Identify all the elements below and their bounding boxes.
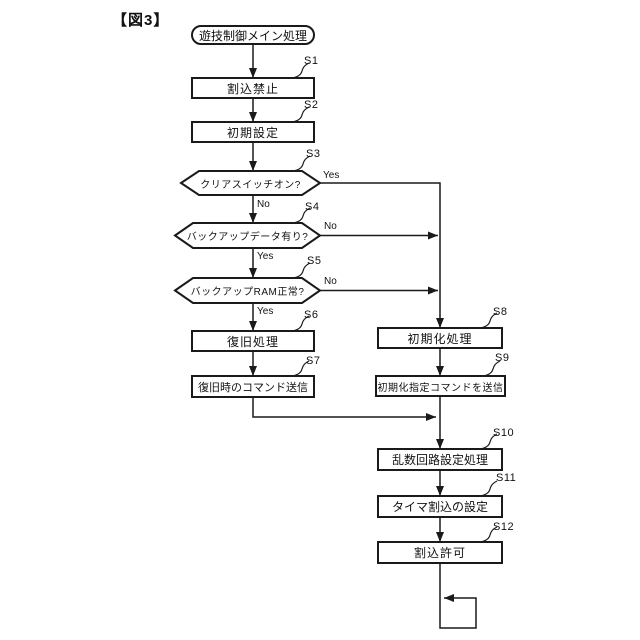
leader-s5 <box>292 262 311 279</box>
process-box-s12 <box>377 541 503 564</box>
node-s8-process: 初期化処理 <box>407 331 473 346</box>
leader-s3 <box>292 155 311 172</box>
leader-s8 <box>479 312 498 329</box>
terminal-shape-start <box>191 25 315 45</box>
process-box-s1 <box>191 77 315 99</box>
decision-hexagon-s4 <box>173 222 322 249</box>
branch-label-s3-yes: Yes <box>323 170 340 181</box>
node-shapes <box>173 25 506 564</box>
branch-label-s4-no: No <box>324 221 337 232</box>
connector-endless-loop <box>439 563 477 629</box>
process-box-s10 <box>377 448 503 471</box>
process-box-s11 <box>377 495 503 518</box>
node-s9-process: 初期化指定コマンドを送信 <box>377 382 504 394</box>
leader-s1 <box>291 62 310 79</box>
node-start-terminal: 遊技制御メイン処理 <box>198 28 307 43</box>
branch-label-s5-yes: Yes <box>257 306 274 317</box>
leader-s2 <box>291 106 310 123</box>
step-label-s1: S1 <box>304 55 319 67</box>
step-leaders <box>291 62 501 543</box>
branch-label-s4-yes: Yes <box>257 251 274 262</box>
figure-label: 【図3】 <box>112 12 170 29</box>
step-label-s5: S5 <box>307 255 322 267</box>
step-label-s2: S2 <box>304 99 319 111</box>
decision-hexagon-s5 <box>173 277 322 304</box>
node-s4-decision: バックアップデータ有り? <box>186 232 309 243</box>
leader-s12 <box>479 526 498 543</box>
step-label-s4: S4 <box>305 201 320 213</box>
process-box-s9 <box>375 375 506 397</box>
connector-s3-yes-s8 <box>320 182 444 328</box>
leader-s4 <box>292 207 311 224</box>
step-label-s10: S10 <box>493 427 515 439</box>
leader-s6 <box>291 315 310 332</box>
node-s7-process: 復旧時のコマンド送信 <box>198 381 308 394</box>
connector-s7-merge <box>252 397 436 421</box>
node-s5-decision: バックアップRAM正常? <box>190 287 305 298</box>
leader-s7 <box>291 360 310 377</box>
node-s10-process: 乱数回路設定処理 <box>391 453 488 467</box>
leader-s11 <box>479 480 498 497</box>
node-s2-process: 初期設定 <box>226 125 279 140</box>
step-label-s9: S9 <box>495 352 510 364</box>
node-s3-decision: クリアスイッチオン? <box>200 179 301 191</box>
branch-label-s5-no: No <box>324 276 337 287</box>
step-label-s11: S11 <box>496 472 517 484</box>
leader-s10 <box>479 433 498 450</box>
process-box-s7 <box>191 375 315 398</box>
node-s6-process: 復旧処理 <box>226 334 279 349</box>
process-box-s6 <box>191 330 315 352</box>
step-label-s3: S3 <box>306 148 321 160</box>
node-s12-process: 割込許可 <box>413 546 466 560</box>
decision-hexagon-s3 <box>179 170 322 196</box>
process-box-s2 <box>191 121 315 143</box>
branch-label-s3-no: No <box>257 199 270 210</box>
leader-s9 <box>482 360 501 377</box>
step-label-s7: S7 <box>306 355 321 367</box>
step-label-s8: S8 <box>493 306 508 318</box>
node-s11-process: タイマ割込の設定 <box>391 500 488 514</box>
step-label-s6: S6 <box>304 309 319 321</box>
process-box-s8 <box>377 327 503 349</box>
step-label-s12: S12 <box>493 521 515 533</box>
connectors <box>249 44 477 629</box>
node-s1-process: 割込禁止 <box>226 81 279 96</box>
